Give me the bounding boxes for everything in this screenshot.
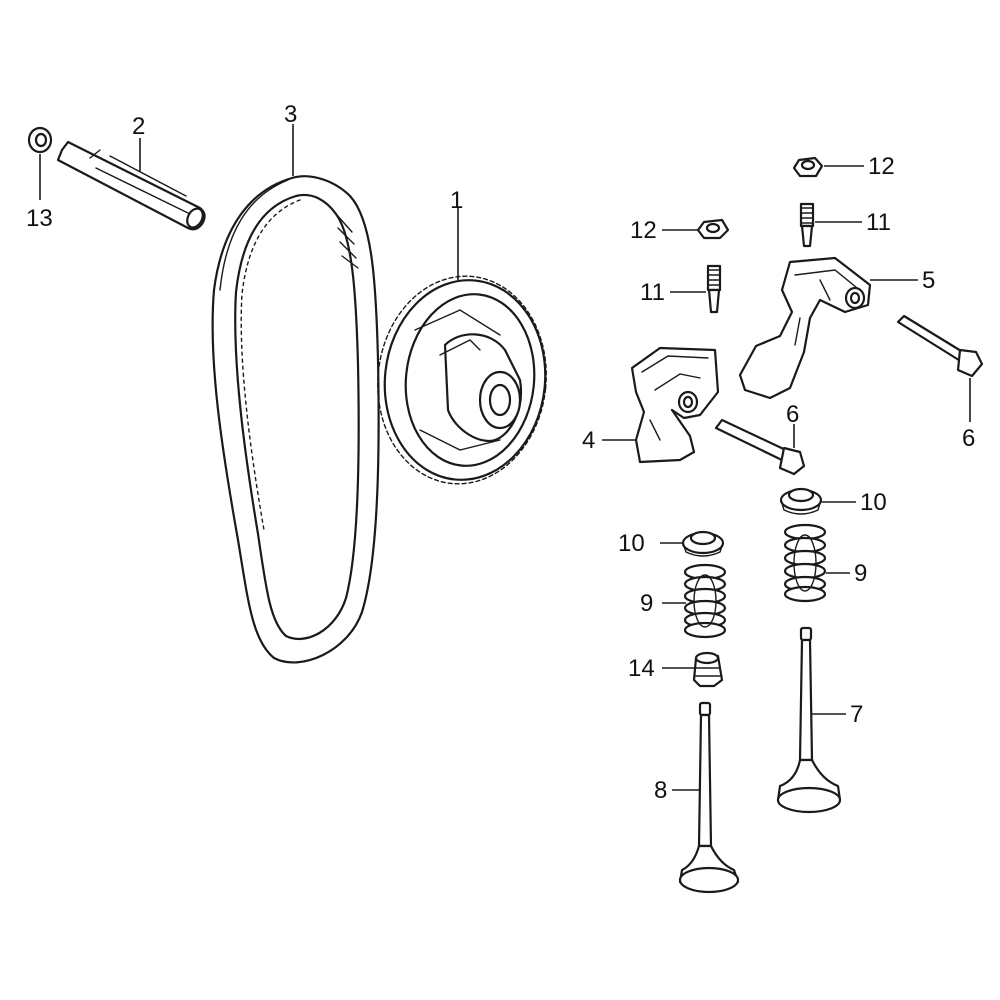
label-7: 7	[850, 701, 863, 728]
valve-spring-9-right	[783, 523, 827, 603]
spring-retainer-10-right	[779, 487, 823, 515]
label-6-center: 6	[786, 401, 799, 428]
stem-seal-14	[692, 651, 724, 688]
callout-labels: 1 2 3 4 5 6 6 7 8 9 9 10 10 11 11 12 12 …	[26, 101, 975, 804]
label-13: 13	[26, 205, 53, 232]
rocker-shaft-6-lower	[714, 418, 806, 476]
rocker-arm-4	[630, 346, 720, 464]
label-10-left: 10	[618, 530, 645, 557]
label-3: 3	[284, 101, 297, 128]
label-12-left: 12	[630, 217, 657, 244]
adjusting-screw-11-left	[706, 264, 722, 314]
label-6-right: 6	[962, 425, 975, 452]
timing-belt-3	[211, 175, 380, 664]
lock-nut-12-left	[696, 218, 730, 240]
rocker-arm-5	[738, 256, 872, 400]
label-4: 4	[582, 427, 595, 454]
lock-nut-12-right	[792, 156, 824, 178]
label-12-right: 12	[868, 153, 895, 180]
label-14: 14	[628, 655, 655, 682]
label-1: 1	[450, 187, 463, 214]
label-10-right: 10	[860, 489, 887, 516]
label-9-left: 9	[640, 590, 653, 617]
label-2: 2	[132, 113, 145, 140]
label-11-right: 11	[866, 209, 891, 236]
label-11-left: 11	[640, 279, 665, 306]
valve-8	[678, 701, 740, 894]
spring-retainer-10-left	[681, 530, 725, 557]
label-5: 5	[922, 267, 935, 294]
washer-13	[27, 126, 53, 154]
adjusting-screw-11-right	[799, 202, 815, 248]
valve-spring-9-left	[683, 563, 727, 639]
valve-7	[776, 626, 842, 814]
label-9-right: 9	[854, 560, 867, 587]
leader-lines	[39, 124, 971, 791]
rocker-shaft-6-upper	[896, 314, 984, 378]
cam-pulley-1	[377, 275, 547, 485]
shaft-2	[56, 140, 206, 231]
label-8: 8	[654, 777, 667, 804]
